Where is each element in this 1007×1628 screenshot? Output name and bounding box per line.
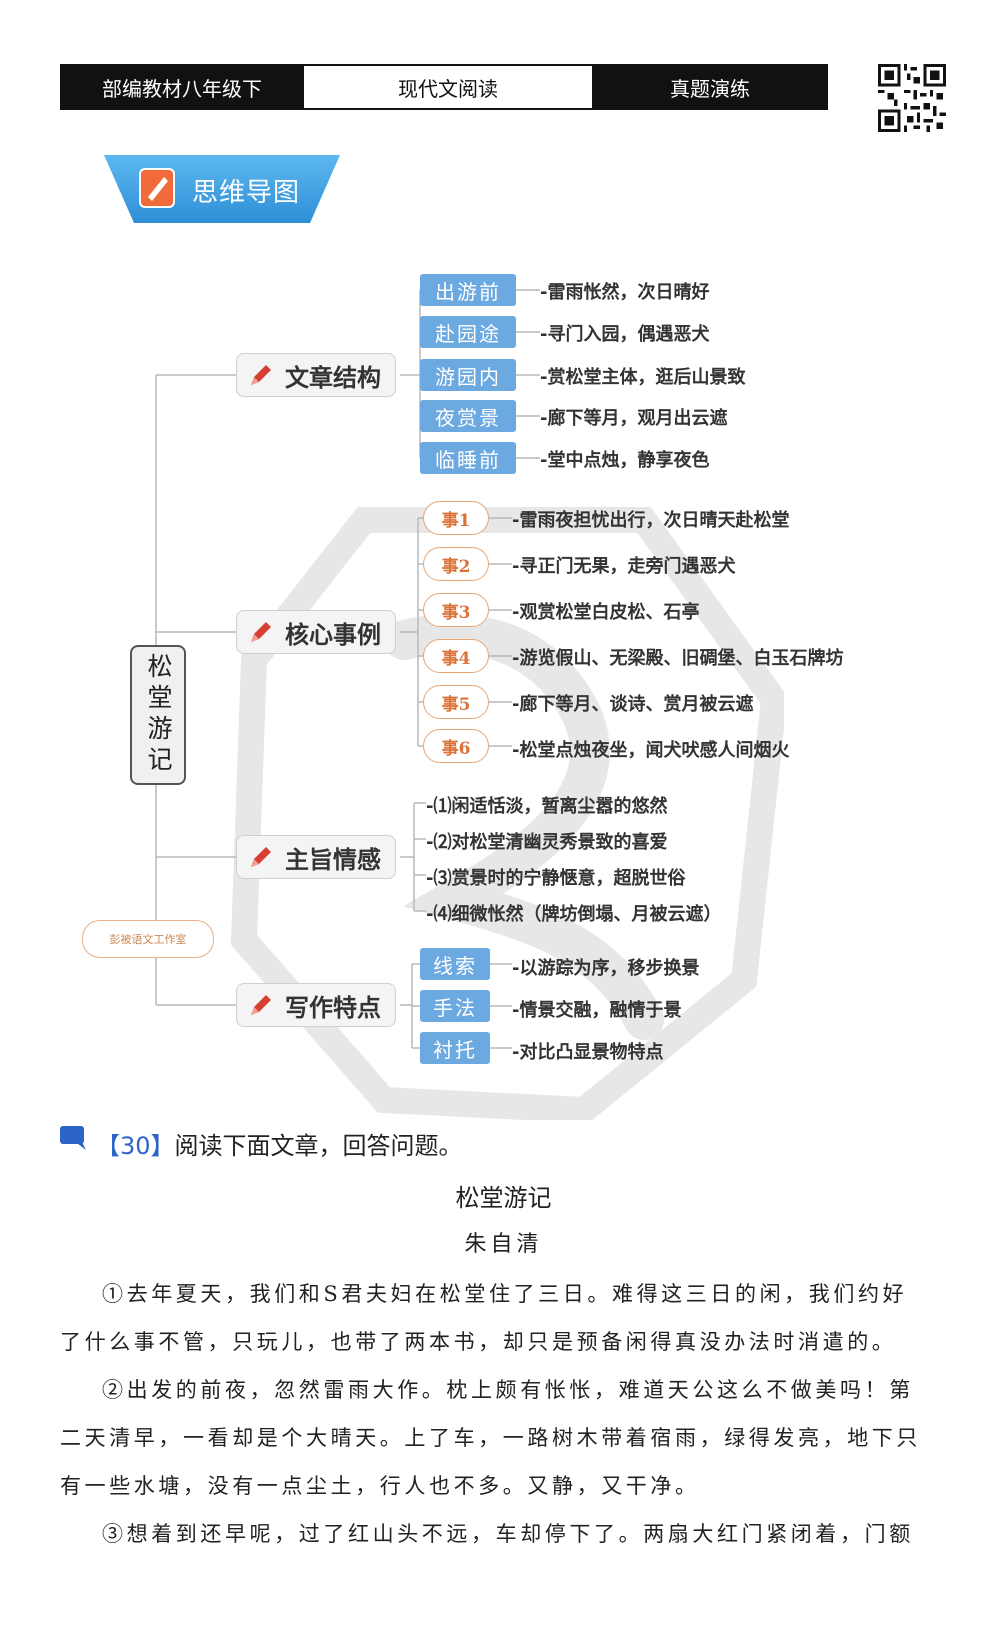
leaf-text: -⑴闲适恬淡，暂离尘嚣的悠然 [426, 796, 668, 817]
article-line: 二天清早，一看却是个大晴天。上了车，一路树木带着宿雨，绿得发亮，地下只 [60, 1426, 921, 1450]
leaf-text: -情景交融，融情于景 [512, 1000, 682, 1021]
tag-event-6: 事6 [423, 729, 489, 763]
category-theme-emotion: 主旨情感 [236, 835, 396, 879]
mindmap-ribbon [104, 155, 340, 223]
tag-clue: 线索 [420, 948, 490, 980]
tag-before-trip: 出游前 [420, 274, 516, 306]
question-line: 【30】阅读下面文章，回答问题。 [96, 1126, 463, 1161]
article-line: 了什么事不管，只玩儿，也带了两本书，却只是预备闲得真没办法时消遣的。 [60, 1330, 897, 1354]
tag-before-sleep: 临睡前 [420, 442, 516, 474]
tag-night-view: 夜赏景 [420, 400, 516, 432]
category-writing-features: 写作特点 [236, 983, 396, 1027]
leaf-text: -雷雨夜担忧出行，次日晴天赴松堂 [512, 510, 790, 531]
article-line: ③想着到还早呢，过了红山头不远，车却停下了。两扇大红门紧闭着，门额 [102, 1522, 914, 1546]
pencil-icon [251, 365, 271, 385]
leaf-text: -⑵对松堂清幽灵秀景致的喜爱 [426, 832, 668, 853]
tag-contrast: 衬托 [420, 1032, 490, 1064]
header-section: 现代文阅读 [302, 66, 594, 108]
leaf-text: -雷雨怅然，次日晴好 [540, 282, 710, 303]
mindmap-ribbon-label: 思维导图 [192, 178, 301, 208]
leaf-text: -以游踪为序，移步换景 [512, 958, 700, 979]
category-label: 写作特点 [285, 993, 381, 1022]
leaf-text: -⑷细微怅然（牌坊倒塌、月被云遮） [426, 904, 722, 925]
question-icon [60, 1126, 86, 1150]
tag-on-the-way: 赴园途 [420, 316, 516, 348]
tag-technique: 手法 [420, 990, 490, 1022]
category-core-events: 核心事例 [236, 610, 396, 654]
tag-event-4: 事4 [423, 639, 489, 673]
article-line: ②出发的前夜，忽然雷雨大作。枕上颇有怅怅，难道天公这么不做美吗！第 [102, 1378, 914, 1402]
tag-event-3: 事3 [423, 593, 489, 627]
question-open-bracket: 【 [96, 1132, 120, 1160]
header-bar: 部编教材八年级下 现代文阅读 真题演练 [60, 64, 828, 110]
header-grade: 部编教材八年级下 [62, 66, 302, 108]
category-structure: 文章结构 [236, 353, 396, 397]
article-title: 松堂游记 [455, 1184, 552, 1212]
leaf-text: -松堂点烛夜坐，闻犬吠感人间烟火 [512, 740, 790, 761]
leaf-text: -⑶赏景时的宁静惬意，超脱世俗 [426, 868, 686, 889]
header-practice: 真题演练 [594, 66, 826, 108]
leaf-text: -寻门入园，偶遇恶犬 [540, 324, 710, 345]
leaf-text: -游览假山、无梁殿、旧碉堡、白玉石牌坊 [512, 648, 844, 669]
watermark-seal [230, 507, 784, 1120]
category-label: 核心事例 [285, 620, 381, 649]
leaf-text: -寻正门无果，走旁门遇恶犬 [512, 556, 736, 577]
tag-in-garden: 游园内 [420, 359, 516, 391]
mindmap-root: 松堂游记 [130, 645, 186, 785]
tag-event-2: 事2 [423, 547, 489, 581]
article-author: 朱自清 [464, 1232, 543, 1257]
leaf-text: -堂中点烛，静享夜色 [540, 450, 710, 471]
question-prompt: 阅读下面文章，回答问题。 [174, 1132, 463, 1160]
pencil-icon [251, 622, 271, 642]
category-label: 文章结构 [285, 363, 381, 392]
leaf-text: -赏松堂主体，逛后山景致 [540, 367, 746, 388]
leaf-text: -对比凸显景物特点 [512, 1042, 664, 1063]
leaf-text: -廊下等月、谈诗、赏月被云遮 [512, 694, 754, 715]
category-label: 主旨情感 [285, 845, 381, 874]
article-line: ①去年夏天，我们和S君夫妇在松堂住了三日。难得这三日的闲，我们约好 [102, 1282, 908, 1306]
studio-stamp: 彭被语文工作室 [82, 920, 214, 958]
question-close-bracket: 】 [150, 1132, 175, 1160]
mindmap-root-label: 松堂游记 [144, 653, 173, 777]
article-line: 有一些水塘，没有一点尘土，行人也不多。又静，又干净。 [60, 1474, 700, 1498]
leaf-text: -观赏松堂白皮松、石亭 [512, 602, 700, 623]
pencil-icon [251, 995, 271, 1015]
question-number: 30 [120, 1132, 151, 1160]
tag-event-1: 事1 [423, 501, 489, 535]
tag-event-5: 事5 [423, 685, 489, 719]
leaf-text: -廊下等月，观月出云遮 [540, 408, 728, 429]
pencil-icon [251, 847, 271, 867]
qr-code-icon[interactable] [878, 64, 946, 132]
